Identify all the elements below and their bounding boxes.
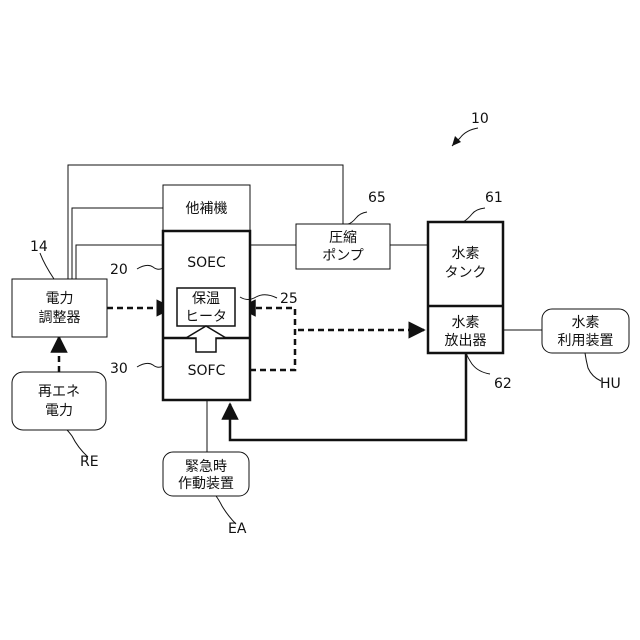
- renewable-power-box: [12, 372, 106, 430]
- ref-65: 65: [368, 190, 386, 206]
- ref-14-leader: [40, 253, 54, 279]
- hydrogen-return-line: [230, 353, 466, 440]
- ref-61: 61: [485, 190, 503, 206]
- emergency-label-line2: 作動装置: [178, 476, 234, 492]
- ref-EA: EA: [228, 521, 247, 537]
- releaser-label-line2: 放出器: [445, 333, 487, 349]
- renewable-label-line2: 電力: [45, 403, 73, 419]
- emergency-label-line1: 緊急時: [185, 459, 227, 475]
- ref-62-leader: [466, 353, 490, 374]
- power-regulator-label-line1: 電力: [46, 291, 74, 307]
- ref-20: 20: [110, 262, 128, 278]
- ref-30-leader: [137, 363, 163, 367]
- ref-EA-leader: [216, 496, 236, 524]
- ref-30: 30: [110, 361, 128, 377]
- ref-20-leader: [137, 265, 163, 269]
- ref-RE-leader: [67, 430, 88, 457]
- renewable-label-line1: 再エネ: [38, 384, 80, 400]
- compressor-label-line1: 圧縮: [329, 230, 357, 246]
- releaser-label-line1: 水素: [452, 315, 480, 331]
- compressor-label-line2: ポンプ: [322, 248, 364, 264]
- leader-lines: [40, 128, 601, 524]
- hydrogen-use-label-line1: 水素: [572, 315, 600, 331]
- heater-label-line2: ヒータ: [185, 309, 227, 325]
- soec-label: SOEC: [187, 255, 226, 271]
- ref-61-leader: [463, 208, 485, 222]
- ref-HU: HU: [600, 376, 621, 392]
- ref-10: 10: [471, 111, 489, 127]
- ref-25: 25: [280, 291, 298, 307]
- ref-10-arrowhead: [452, 136, 461, 146]
- power-regulator-box: [12, 279, 107, 337]
- tank-label-line2: タンク: [445, 265, 487, 281]
- ref-RE: RE: [80, 454, 99, 470]
- ref-14: 14: [30, 239, 48, 255]
- aux-equipment-label: 他補機: [186, 201, 228, 217]
- ref-62: 62: [494, 376, 512, 392]
- ref-HU-leader: [585, 353, 601, 381]
- tank-label-line1: 水素: [452, 246, 480, 262]
- power-regulator-label-line2: 調整器: [39, 310, 81, 326]
- heater-label-line1: 保温: [192, 291, 220, 307]
- sofc-label: SOFC: [188, 363, 226, 379]
- ref-65-leader: [348, 212, 367, 224]
- hydrogen-use-label-line2: 利用装置: [558, 333, 614, 349]
